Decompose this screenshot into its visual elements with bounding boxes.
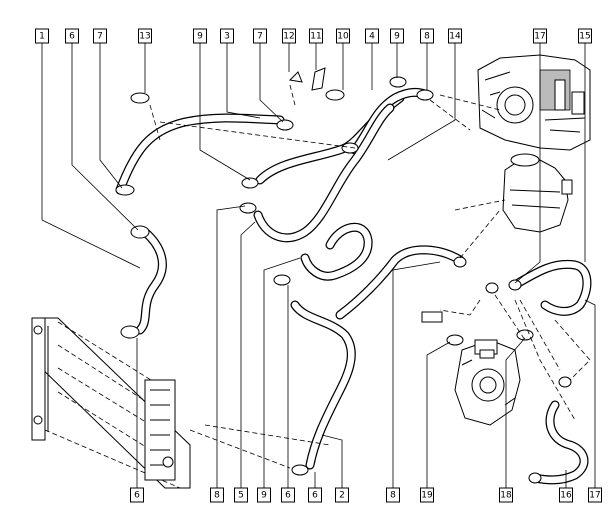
hose-14 (253, 103, 395, 243)
callout-9: 9 (257, 487, 271, 503)
hose-5-loop (300, 222, 373, 281)
radiator (31, 317, 191, 489)
callout-label: 6 (312, 491, 318, 501)
expansion-tank (502, 153, 573, 233)
callout-8: 8 (386, 487, 400, 503)
callout-16: 16 (559, 487, 573, 503)
callout-label: 10 (337, 32, 349, 42)
callout-1: 1 (35, 28, 49, 44)
callout-label: 9 (261, 491, 267, 501)
callout-label: 9 (197, 32, 203, 42)
callout-label: 17 (534, 32, 545, 42)
callout-10: 10 (336, 28, 350, 44)
callout-label: 3 (224, 32, 230, 42)
callout-4: 4 (365, 28, 379, 44)
hose-1 (135, 227, 167, 335)
callout-3: 3 (220, 28, 234, 44)
hose-3 (115, 113, 285, 195)
callout-14: 14 (448, 28, 462, 44)
callout-label: 19 (421, 491, 433, 501)
callout-label: 14 (449, 32, 461, 42)
callout-9: 9 (193, 28, 207, 44)
hose-15 (510, 259, 592, 316)
callout-label: 16 (560, 491, 572, 501)
hose-8-long (335, 245, 465, 320)
callout-label: 13 (139, 32, 150, 42)
callout-15: 15 (578, 28, 592, 44)
callout-9: 9 (390, 28, 404, 44)
callout-17: 17 (588, 487, 602, 503)
callout-7: 7 (253, 28, 267, 44)
callout-6: 6 (281, 487, 295, 503)
callout-6: 6 (308, 487, 322, 503)
callout-label: 2 (339, 491, 345, 501)
callout-11: 11 (309, 28, 323, 44)
callout-2: 2 (335, 487, 349, 503)
callout-7: 7 (93, 28, 107, 44)
callout-label: 6 (134, 491, 140, 501)
callout-label: 8 (214, 491, 220, 501)
clips (115, 67, 572, 484)
callout-13: 13 (138, 28, 152, 44)
callout-label: 6 (69, 32, 75, 42)
callout-label: 11 (310, 32, 321, 42)
leader-lines (41, 43, 596, 488)
callout-label: 9 (394, 32, 400, 42)
callout-8: 8 (420, 28, 434, 44)
callout-6: 6 (65, 28, 79, 44)
callout-label: 8 (390, 491, 396, 501)
callout-17: 17 (533, 28, 547, 44)
callout-12: 12 (282, 28, 296, 44)
callout-label: 15 (579, 32, 590, 42)
callout-label: 18 (500, 491, 512, 501)
callout-label: 8 (424, 32, 430, 42)
callout-label: 5 (238, 491, 244, 501)
assembly-lines (149, 84, 591, 469)
hose-16 (530, 400, 589, 485)
hose-2 (290, 300, 356, 470)
callout-label: 17 (589, 491, 600, 501)
callout-label: 7 (97, 32, 103, 42)
engine-block (477, 54, 591, 151)
callout-label: 7 (257, 32, 263, 42)
callout-18: 18 (499, 487, 513, 503)
callout-label: 12 (283, 32, 294, 42)
callout-6: 6 (130, 487, 144, 503)
callout-8: 8 (210, 487, 224, 503)
callout-19: 19 (420, 487, 434, 503)
pump-housing (454, 339, 521, 426)
callout-label: 4 (369, 32, 375, 42)
callout-label: 1 (39, 32, 45, 42)
callout-label: 6 (285, 491, 291, 501)
callout-5: 5 (234, 487, 248, 503)
